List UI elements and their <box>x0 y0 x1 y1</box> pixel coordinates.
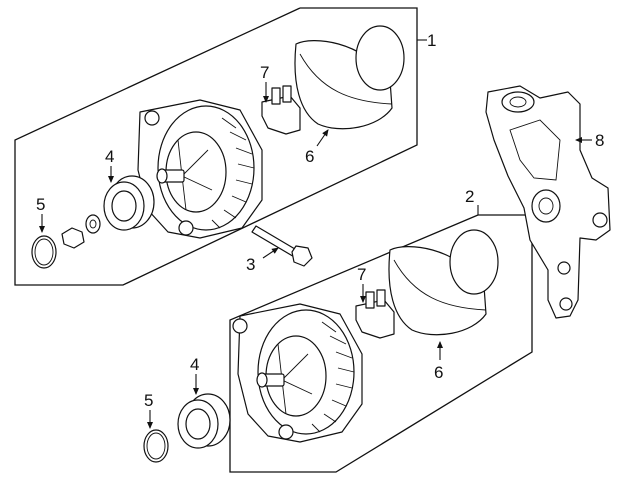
pulley-cap-upper-inner <box>34 238 54 266</box>
pulley-upper-hub <box>111 190 137 222</box>
callout-arrows <box>39 82 592 429</box>
alternator-bracket <box>485 85 611 319</box>
alternator-upper-mount-ear-bottom <box>178 220 194 236</box>
callout-4-lower: 4 <box>190 355 199 374</box>
pulley-cap-lower <box>143 429 169 463</box>
callout-4-upper: 4 <box>105 147 114 166</box>
regulator-upper-brush-right <box>282 85 292 103</box>
pulley-lower-hub <box>185 408 211 440</box>
alternator-lower-mount-ear-bottom <box>278 424 294 440</box>
nut-washer-upper <box>61 214 101 249</box>
callout-6-lower: 6 <box>434 363 443 382</box>
bolt-head <box>291 245 313 267</box>
upper-assembly-panel <box>14 7 427 286</box>
cover-upper-rim <box>299 53 393 105</box>
regulator-upper-brush-left <box>271 87 281 105</box>
bracket-side-ear <box>592 212 608 228</box>
rear-cover-lower <box>388 229 499 336</box>
cover-lower-rim <box>393 259 487 311</box>
callout-7-lower: 7 <box>357 265 366 284</box>
pulley-upper <box>103 175 155 231</box>
callout-5-lower: 5 <box>144 391 153 410</box>
bracket-mid-boss <box>531 189 561 223</box>
voltage-regulator-lower <box>355 289 395 339</box>
alternator-upper <box>137 99 263 239</box>
regulator-lower-brush-left <box>365 291 375 309</box>
alternator-lower <box>232 303 363 443</box>
pulley-lower <box>177 393 231 449</box>
callout-5-upper: 5 <box>36 195 45 214</box>
alternator-lower-shaft-end <box>256 372 268 388</box>
pulley-cap-upper-outer <box>31 235 57 269</box>
alternator-upper-shaft-end <box>156 168 168 184</box>
callout-2: 2 <box>465 187 474 206</box>
alternator-upper-vents <box>211 117 255 229</box>
arrow-3 <box>262 247 279 259</box>
bracket-top-boss <box>501 91 535 113</box>
callout-6-upper: 6 <box>305 147 314 166</box>
washer-upper-hole <box>89 219 97 229</box>
callout-8: 8 <box>595 131 604 150</box>
callout-7-upper: 7 <box>260 63 269 82</box>
pulley-nut-upper <box>61 227 85 249</box>
callout-1: 1 <box>427 31 436 50</box>
regulator-upper-body <box>261 95 301 135</box>
pulley-cap-lower-outer <box>143 429 169 463</box>
alternator-lower-vents <box>311 321 355 433</box>
alternator-lower-mount-ear-top <box>232 318 248 334</box>
bracket-mid-hole <box>538 197 554 215</box>
bracket-rib <box>509 119 561 181</box>
cover-lower-duct <box>449 229 499 295</box>
cover-upper-duct <box>355 25 405 91</box>
bracket-lower-hole <box>557 261 571 275</box>
voltage-regulator-upper <box>261 85 301 135</box>
mounting-bolt <box>251 225 313 267</box>
regulator-lower-body <box>355 299 395 339</box>
callout-3: 3 <box>246 255 255 274</box>
upper-panel-outline <box>14 7 418 286</box>
bracket-foot-hole <box>559 297 573 311</box>
pulley-cap-upper <box>31 235 57 269</box>
callout-numbers: 1 2 3 4 4 5 5 6 6 7 7 8 <box>36 31 604 410</box>
bracket-top-hole <box>509 96 527 108</box>
washer-upper <box>85 214 101 234</box>
rear-cover-upper <box>294 25 405 130</box>
alternator-upper-mount-ear-top <box>144 110 160 126</box>
regulator-lower-brush-right <box>376 289 386 307</box>
pulley-cap-lower-inner <box>146 432 166 460</box>
arrow-6-upper <box>316 129 329 147</box>
